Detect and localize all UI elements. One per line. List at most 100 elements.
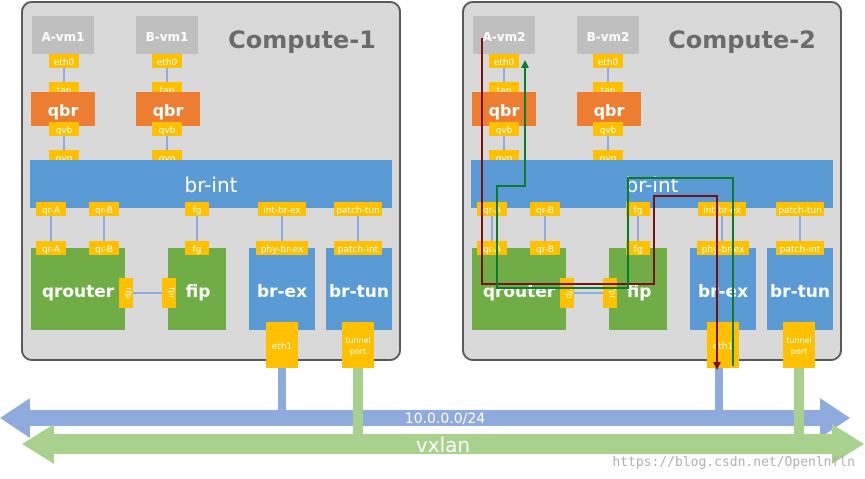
- port-fpr-2-label: fpr: [608, 287, 617, 299]
- qbr-a[interactable]: [31, 92, 95, 126]
- port-patch-tun-2[interactable]: [776, 202, 824, 216]
- port-qr-b-lower-label: qr-B: [95, 245, 113, 255]
- port-fg-lower[interactable]: [185, 241, 209, 255]
- br-ex-bridge[interactable]: [249, 248, 315, 330]
- br-ex-label: br-ex: [257, 282, 307, 302]
- port-qr-b-upper-2-label: qr-B: [536, 206, 554, 216]
- port-qvb-b-2-label: qvb: [600, 126, 617, 136]
- br-tun-bridge[interactable]: [326, 248, 392, 330]
- qbr-a-2-label: qbr: [489, 101, 520, 120]
- port-qr-a-upper-2-label: qr-A: [483, 206, 502, 216]
- br-int-bridge-2[interactable]: [471, 160, 833, 208]
- br-int-label: br-int: [185, 173, 238, 197]
- vm-b-vm1[interactable]: [136, 16, 198, 54]
- port-fpr-label: fpr: [167, 287, 176, 299]
- port-qr-a-lower[interactable]: [36, 241, 66, 255]
- port-qr-a-upper-2[interactable]: [477, 202, 507, 216]
- port-rfp[interactable]: [119, 278, 133, 308]
- port-tap-b-label: tap: [160, 86, 175, 96]
- external-network-label: 10.0.0.0/24: [405, 411, 486, 427]
- port-tunnel-label-2: port: [350, 347, 366, 356]
- port-tap-a-2-label: tap: [497, 86, 512, 96]
- port-fg-lower-label: fg: [193, 245, 202, 255]
- br-tun-label: br-tun: [329, 282, 389, 302]
- compute-1-title: Compute-1: [228, 26, 376, 54]
- port-fg-upper[interactable]: [185, 202, 209, 216]
- port-qr-b-upper-2[interactable]: [530, 202, 560, 216]
- watermark: https://blog.csdn.net/Openlnfln: [612, 455, 855, 470]
- port-eth0-b-2[interactable]: [593, 54, 623, 68]
- external-network: 10.0.0.0/24: [0, 368, 850, 438]
- vm-a-vm1-label: A-vm1: [42, 30, 85, 44]
- qbr-b-2[interactable]: [577, 92, 641, 126]
- port-eth0-a[interactable]: [49, 54, 79, 68]
- port-int-br-ex[interactable]: [258, 202, 306, 216]
- qbr-b-2-label: qbr: [594, 101, 625, 120]
- port-qr-a-lower-2-label: qr-A: [483, 245, 502, 255]
- port-eth0-b-2-label: eth0: [598, 58, 619, 68]
- port-qvb-b-2[interactable]: [593, 122, 623, 136]
- port-eth0-b-label: eth0: [157, 58, 178, 68]
- port-eth1[interactable]: [266, 322, 298, 368]
- port-phy-br-ex[interactable]: [256, 241, 308, 255]
- vm-b-vm2[interactable]: [577, 16, 639, 54]
- port-qr-b-lower[interactable]: [89, 241, 119, 255]
- inbound-traffic-path: [496, 60, 734, 366]
- br-int-bridge[interactable]: [30, 160, 392, 208]
- port-qr-a-upper[interactable]: [36, 202, 66, 216]
- fip-namespace[interactable]: [168, 248, 226, 330]
- vxlan-network: vxlan: [22, 368, 864, 464]
- br-tun-bridge-2[interactable]: [767, 248, 833, 330]
- port-tap-b-2-label: tap: [601, 86, 616, 96]
- port-qr-a-lower-label: qr-A: [42, 245, 61, 255]
- port-patch-int-2[interactable]: [776, 241, 824, 255]
- port-int-br-ex-2-label: int-br-ex: [703, 206, 741, 216]
- port-eth1-label: eth1: [272, 342, 293, 352]
- port-patch-tun[interactable]: [334, 202, 382, 216]
- port-fpr-2[interactable]: [603, 278, 617, 308]
- port-rfp-2[interactable]: [560, 278, 574, 308]
- port-fpr[interactable]: [162, 278, 176, 308]
- port-tunnel-label-1: tunnel: [345, 336, 371, 345]
- port-phy-br-ex-label: phy-br-ex: [261, 245, 304, 255]
- vm-a-vm2[interactable]: [473, 16, 535, 54]
- outbound-traffic-path: [481, 38, 721, 370]
- port-eth0-a-label: eth0: [54, 58, 75, 68]
- port-tap-a-label: tap: [57, 86, 72, 96]
- port-eth0-a-2-label: eth0: [494, 58, 515, 68]
- port-rfp-2-label: rfp: [565, 287, 574, 298]
- vm-a-vm2-label: A-vm2: [483, 30, 526, 44]
- port-qvb-b-label: qvb: [159, 126, 176, 136]
- qbr-b[interactable]: [136, 92, 200, 126]
- qrouter-namespace[interactable]: [31, 248, 125, 330]
- vm-a-vm1[interactable]: [32, 16, 94, 54]
- fip-label: fip: [186, 282, 211, 302]
- port-qvb-a-2-label: qvb: [496, 126, 513, 136]
- port-qvb-a-2[interactable]: [489, 122, 519, 136]
- port-qr-b-upper[interactable]: [89, 202, 119, 216]
- port-fg-upper-2[interactable]: [626, 202, 650, 216]
- port-fg-upper-label: fg: [193, 206, 202, 216]
- port-tunnel-2-label-1: tunnel: [786, 336, 812, 345]
- fip-2-label: fip: [627, 282, 652, 302]
- br-ex-bridge-2[interactable]: [690, 248, 756, 330]
- port-tunnel[interactable]: [342, 322, 374, 368]
- vxlan-network-label: vxlan: [416, 433, 470, 457]
- port-qvb-a[interactable]: [49, 122, 79, 136]
- port-qr-a-lower-2[interactable]: [477, 241, 507, 255]
- port-fg-lower-2-label: fg: [634, 245, 643, 255]
- port-phy-br-ex-2-label: phy-br-ex: [702, 245, 745, 255]
- port-phy-br-ex-2[interactable]: [697, 241, 749, 255]
- vm-b-vm2-label: B-vm2: [587, 30, 630, 44]
- port-qvb-b[interactable]: [152, 122, 182, 136]
- port-int-br-ex-label: int-br-ex: [263, 206, 301, 216]
- port-eth1-2-label: eth1: [713, 342, 734, 352]
- port-eth0-b[interactable]: [152, 54, 182, 68]
- port-tunnel-2[interactable]: [783, 322, 815, 368]
- port-qr-b-lower-2[interactable]: [530, 241, 560, 255]
- port-patch-int[interactable]: [334, 241, 382, 255]
- port-eth0-a-2[interactable]: [489, 54, 519, 68]
- port-fg-lower-2[interactable]: [626, 241, 650, 255]
- br-tun-2-label: br-tun: [770, 282, 830, 302]
